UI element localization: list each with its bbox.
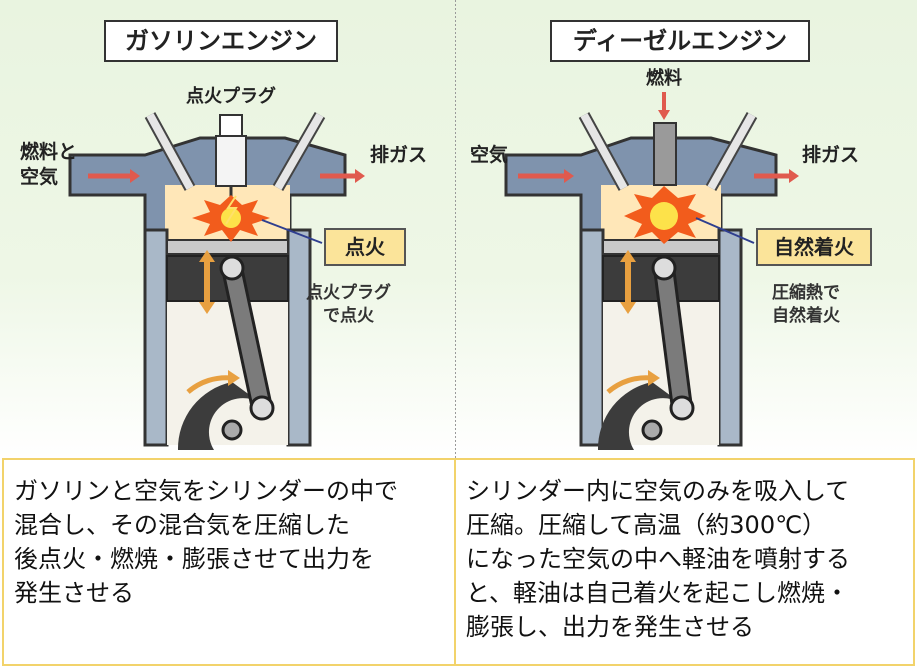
diesel-engine-illustration xyxy=(504,92,799,450)
gasoline-engine-panel: ガソリンエンジン 点火プラグ 燃料と 空気 排ガス 点火 点火プラグ で点火 xyxy=(0,0,456,458)
piston-ring xyxy=(166,239,289,255)
callout-leader-line xyxy=(695,217,755,244)
callout-leader-line xyxy=(261,219,323,244)
gasoline-exhaust-label: 排ガス xyxy=(370,144,428,166)
diesel-exhaust-label: 排ガス xyxy=(802,144,860,166)
diesel-engine-panel: ディーゼルエンジン 燃料 空気 排ガス 自然着火 圧縮熱で 自然着火 xyxy=(456,0,917,458)
cylinder-wall-left xyxy=(143,228,169,447)
diesel-note: 圧縮熱で 自然着火 xyxy=(772,283,840,326)
spark-plug xyxy=(219,114,243,138)
fuel-label: 燃料 xyxy=(646,68,682,89)
diesel-description: シリンダー内に空気のみを吸入して 圧縮。圧縮して高温（約300℃） になった空気… xyxy=(454,458,915,666)
ignition-callout: 点火 xyxy=(324,228,406,266)
gasoline-intake-label: 燃料と 空気 xyxy=(20,141,78,188)
crankshaft xyxy=(597,382,682,450)
piston-ring xyxy=(602,239,720,255)
gasoline-title: ガソリンエンジン xyxy=(104,20,338,62)
spark-plug-label: 点火プラグ xyxy=(186,86,276,107)
diesel-title: ディーゼルエンジン xyxy=(550,20,810,62)
autoignition-callout: 自然着火 xyxy=(756,228,872,266)
cylinder-wall-right xyxy=(717,228,743,447)
gasoline-note: 点火プラグ で点火 xyxy=(306,283,391,326)
gasoline-engine-illustration xyxy=(68,112,365,450)
fuel-injector xyxy=(653,122,677,186)
diesel-intake-label: 空気 xyxy=(470,144,509,166)
cylinder-wall-right xyxy=(286,228,312,447)
crankshaft xyxy=(177,382,262,450)
cylinder-wall-left xyxy=(579,228,605,447)
spark-icon xyxy=(225,195,238,225)
gasoline-description: ガソリンと空気をシリンダーの中で 混合し、その混合気を圧縮した 後点火・燃焼・膨… xyxy=(2,458,456,666)
